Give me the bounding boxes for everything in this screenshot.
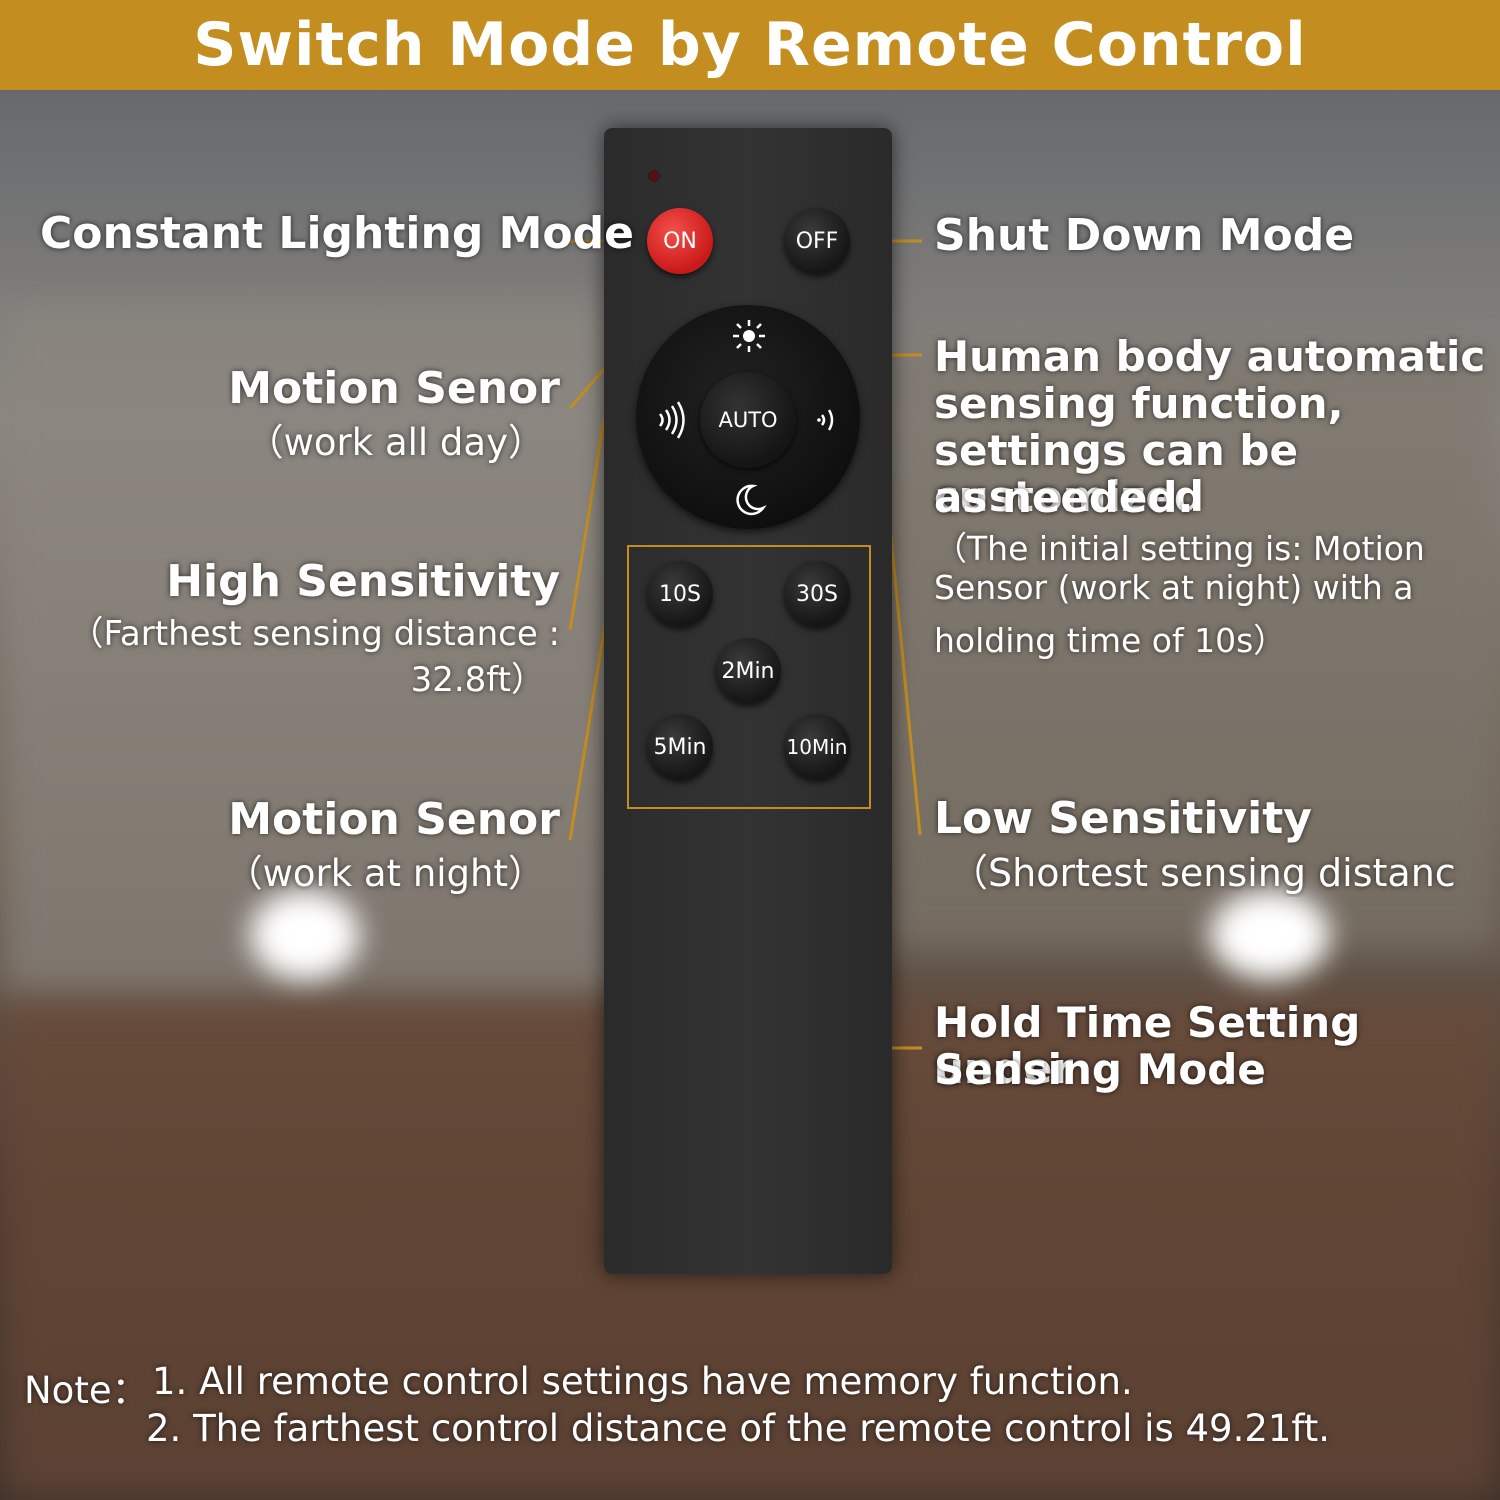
high-sensitivity-icon[interactable] xyxy=(652,400,686,440)
moon-icon[interactable] xyxy=(733,482,767,518)
human-line3: settings can be customized xyxy=(934,426,1298,522)
human-sub3: holding time of 10s） xyxy=(934,621,1287,660)
light-glow-right xyxy=(1210,890,1330,980)
motion-day-sub: （work all day） xyxy=(246,421,545,464)
note-line1: 1. All remote control settings have memo… xyxy=(152,1360,1133,1403)
shut-down-label: Shut Down Mode xyxy=(934,210,1355,261)
off-button[interactable]: OFF xyxy=(784,208,850,274)
on-button-label: ON xyxy=(663,228,697,254)
motion-night-sub: （work at night） xyxy=(225,852,545,895)
page-title: Switch Mode by Remote Control xyxy=(193,10,1307,80)
timer-5min-label: 5Min xyxy=(653,734,707,760)
title-banner: Switch Mode by Remote Control xyxy=(0,0,1500,90)
human-line2: sensing function, xyxy=(934,379,1344,428)
timer-30s-label: 30S xyxy=(796,581,838,607)
timer-10min-button[interactable]: 10Min xyxy=(784,714,850,780)
timer-2min-button[interactable]: 2Min xyxy=(715,638,781,704)
high-sensitivity-title: High Sensitivity xyxy=(166,556,560,607)
timer-2min-label: 2Min xyxy=(721,658,775,684)
on-button[interactable]: ON xyxy=(647,208,713,274)
timer-30s-button[interactable]: 30S xyxy=(784,561,850,627)
sun-icon[interactable] xyxy=(731,318,767,354)
motion-night-title: Motion Senor xyxy=(228,794,560,845)
low-sensitivity-title: Low Sensitivity xyxy=(934,793,1312,844)
timer-10min-label: 10Min xyxy=(786,735,848,759)
high-sensitivity-sub2: 32.8ft） xyxy=(410,660,545,700)
off-button-label: OFF xyxy=(795,228,839,254)
low-sensitivity-icon[interactable] xyxy=(816,400,850,440)
high-sensitivity-sub1: （Farthest sensing distance : xyxy=(69,614,560,654)
house-blur-right xyxy=(880,350,1500,950)
auto-button-label: AUTO xyxy=(718,408,778,432)
human-sub1: （The initial setting is: Motion xyxy=(934,529,1425,568)
note-prefix: Note： xyxy=(24,1369,149,1412)
human-sub2: Sensor (work at night) with a xyxy=(934,568,1414,607)
timer-5min-button[interactable]: 5Min xyxy=(647,714,713,780)
light-glow-left xyxy=(250,890,360,980)
low-sensitivity-sub: （Shortest sensing distanc xyxy=(950,851,1456,895)
house-blur-left xyxy=(0,300,700,1000)
human-line1: Human body automatic xyxy=(934,332,1486,381)
note-line2: 2. The farthest control distance of the … xyxy=(146,1407,1331,1450)
auto-button[interactable]: AUTO xyxy=(700,372,796,468)
timer-10s-button[interactable]: 10S xyxy=(647,561,713,627)
hold-time-group-outline xyxy=(627,545,871,809)
hold-time-line1: Hold Time Setting under xyxy=(934,998,1361,1094)
ir-led-indicator xyxy=(648,170,660,182)
timer-10s-label: 10S xyxy=(659,581,701,607)
motion-day-title: Motion Senor xyxy=(228,363,560,414)
human-line4: as needed. xyxy=(934,473,1194,522)
hold-time-line2: Sensing Mode xyxy=(934,1045,1266,1094)
constant-lighting-label: Constant Lighting Mode xyxy=(40,208,634,259)
